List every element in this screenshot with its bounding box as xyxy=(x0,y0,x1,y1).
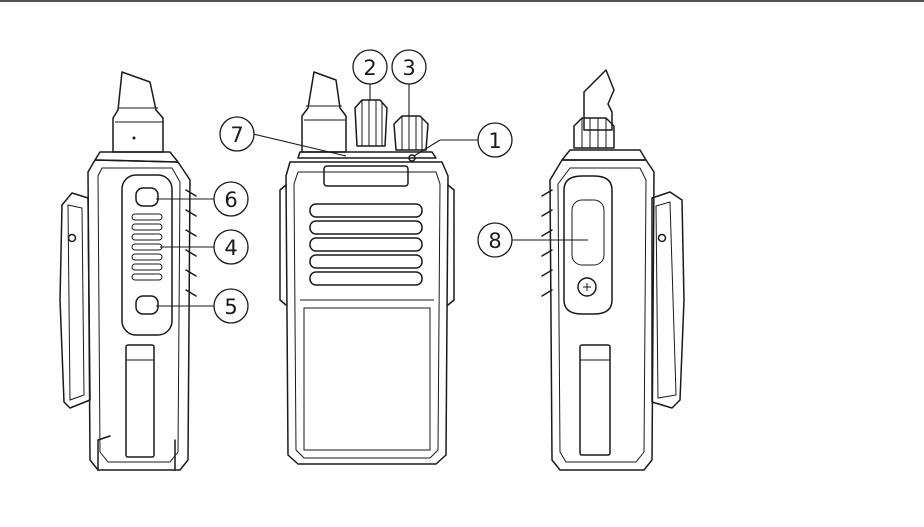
callout-3-number: 3 xyxy=(402,56,415,80)
callout-5-number: 5 xyxy=(224,295,237,319)
callout-4: 4 xyxy=(214,230,248,264)
callout-6-number: 6 xyxy=(224,188,237,212)
callout-7: 7 xyxy=(220,117,254,151)
radio-front-view xyxy=(280,72,454,464)
callout-3: 3 xyxy=(392,50,426,84)
radio-left-side-view xyxy=(60,72,196,470)
callout-1: 1 xyxy=(478,123,512,157)
callout-4-number: 4 xyxy=(224,236,237,260)
callout-1-number: 1 xyxy=(488,129,501,153)
callout-2-number: 2 xyxy=(363,56,376,80)
callout-6: 6 xyxy=(214,182,248,216)
callout-5: 5 xyxy=(214,289,248,323)
callout-7-number: 7 xyxy=(230,123,243,147)
callout-2: 2 xyxy=(353,50,387,84)
callout-8: 8 xyxy=(478,223,512,257)
radio-right-side-view xyxy=(542,70,684,470)
callout-8-number: 8 xyxy=(488,229,501,253)
